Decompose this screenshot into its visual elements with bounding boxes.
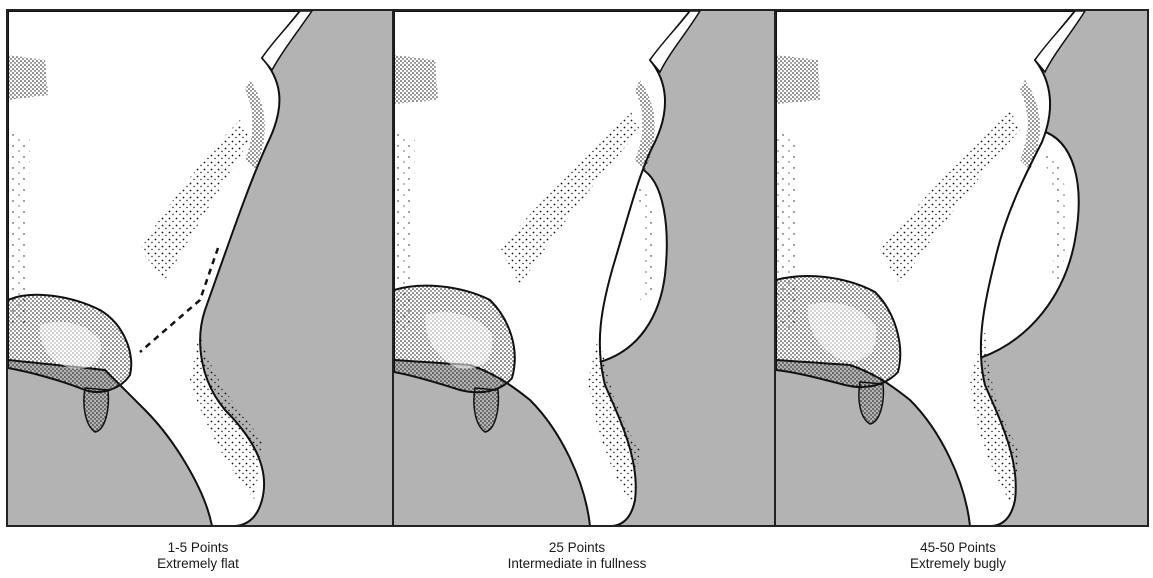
caption-bulgy: 45-50 Points Extremely bugly: [768, 540, 1148, 572]
caption-points: 1-5 Points: [8, 540, 388, 556]
caption-description: Intermediate in fullness: [387, 556, 767, 572]
caption-points: 25 Points: [387, 540, 767, 556]
caption-flat: 1-5 Points Extremely flat: [8, 540, 388, 572]
shading-3a: [776, 55, 820, 104]
caption-description: Extremely bugly: [768, 556, 1148, 572]
shading-1a: [8, 55, 48, 100]
caption-description: Extremely flat: [8, 556, 388, 572]
caption-points: 45-50 Points: [768, 540, 1148, 556]
shading-2a: [394, 55, 438, 104]
caption-intermediate: 25 Points Intermediate in fullness: [387, 540, 767, 572]
